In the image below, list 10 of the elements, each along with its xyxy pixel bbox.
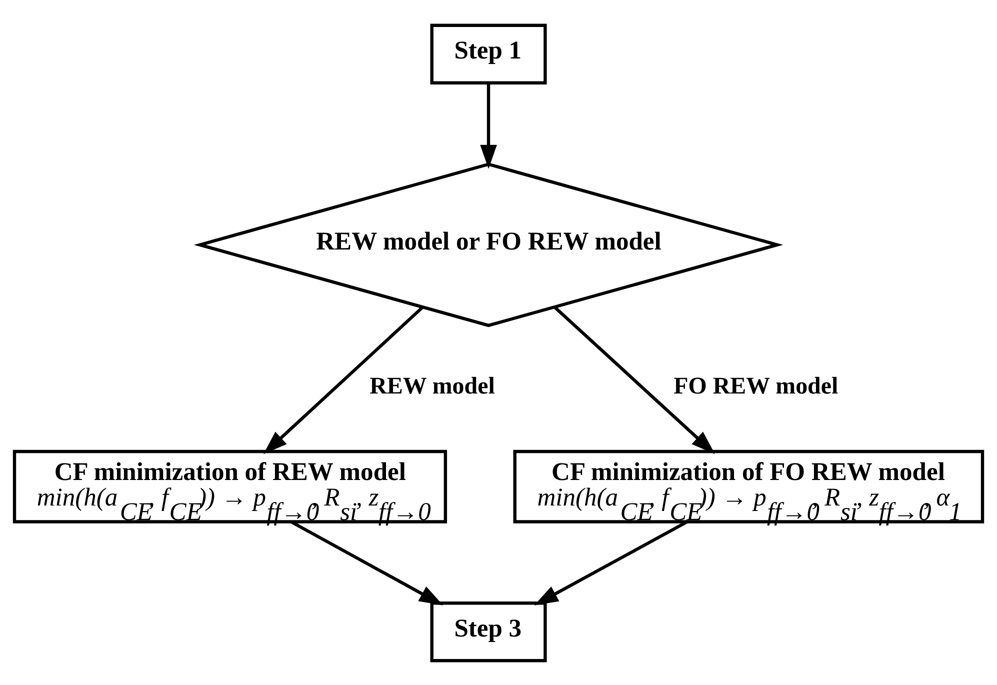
edge-label: REW model: [370, 372, 495, 399]
arrow: [554, 306, 715, 454]
node-box: Step 3: [430, 601, 547, 662]
arrow: [263, 306, 424, 454]
node-diamond: REW model or FO REW model: [194, 162, 784, 327]
arrow: [290, 520, 444, 605]
edge-label: FO REW model: [674, 372, 838, 399]
node-box: Step 1: [430, 23, 547, 84]
arrow: [480, 82, 497, 168]
arrow: [534, 520, 688, 605]
